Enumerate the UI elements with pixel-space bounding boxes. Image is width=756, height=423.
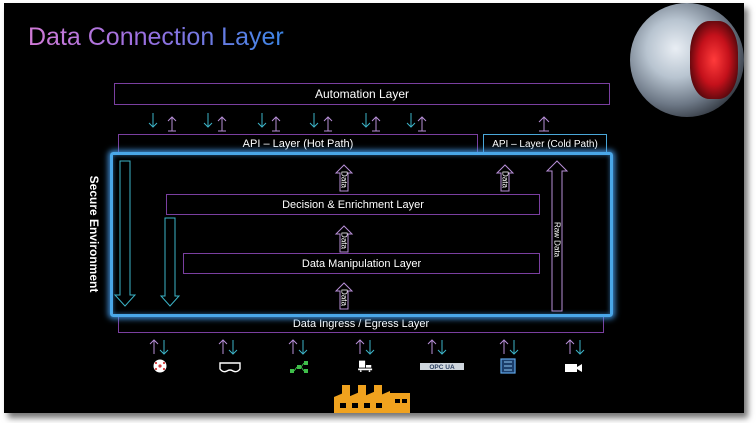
arrow-pair-1: [148, 113, 177, 132]
src-arrow-7: [565, 339, 585, 355]
opc-ua-icon: OPC UA: [420, 363, 464, 371]
arrow-cold-up: [538, 116, 550, 132]
src-arrow-2: [218, 339, 238, 355]
src-arrow-1: [149, 339, 169, 355]
network-hub-icon: [153, 359, 167, 373]
decision-enrichment-layer: Decision & Enrichment Layer: [166, 194, 540, 215]
down-block-arrows: [113, 160, 181, 307]
raw-data-arrow-label: Raw Data: [552, 221, 562, 258]
src-arrow-6: [499, 339, 519, 355]
globe-illustration: [630, 3, 744, 117]
source-arrows: [149, 339, 585, 355]
data-arrow-label-upper: Data: [339, 171, 349, 188]
globe-red-glow: [690, 21, 738, 99]
data-manipulation-layer: Data Manipulation Layer: [183, 253, 540, 274]
api-hot-path-layer: API – Layer (Hot Path): [118, 134, 478, 154]
api-cold-path-label: API – Layer (Cold Path): [492, 138, 598, 150]
data-ingress-egress-layer: Data Ingress / Egress Layer: [118, 315, 604, 333]
decision-enrichment-label: Decision & Enrichment Layer: [282, 198, 424, 211]
secure-environment-label: Secure Environment: [87, 175, 101, 293]
arrow-pair-3: [257, 113, 281, 132]
node-graph-icon: [290, 361, 308, 373]
data-arrow-label-lower: Data: [339, 289, 349, 306]
arrow-pair-5: [361, 113, 381, 132]
slide: Data Connection Layer: [4, 3, 744, 413]
data-arrow-label-upper-right: Data: [500, 171, 510, 188]
arrow-pair-4: [309, 113, 333, 132]
data-manipulation-label: Data Manipulation Layer: [301, 257, 422, 270]
svg-text:OPC UA: OPC UA: [429, 364, 455, 371]
src-arrow-3: [288, 339, 308, 355]
automation-api-arrows: [148, 113, 550, 132]
src-arrow-4: [355, 339, 375, 355]
api-cold-path-layer: API – Layer (Cold Path): [483, 134, 607, 154]
page-title: Data Connection Layer: [28, 23, 284, 51]
automation-layer: Automation Layer: [114, 83, 610, 105]
arrow-pair-2: [203, 113, 227, 132]
robot-machine-icon: [358, 360, 373, 372]
diagram-arrows: [113, 113, 585, 355]
automation-layer-label: Automation Layer: [314, 87, 410, 101]
data-block-arrows: [334, 160, 569, 312]
chip-icon: [500, 358, 516, 374]
arrow-pair-6: [406, 113, 427, 132]
vr-headset-icon: [219, 362, 241, 373]
data-arrow-label-middle: Data: [339, 232, 349, 249]
src-arrow-5: [427, 339, 447, 355]
data-ingress-egress-label: Data Ingress / Egress Layer: [292, 318, 430, 330]
secure-environment-boundary: [110, 152, 613, 317]
factory-icon: [334, 385, 410, 413]
camera-icon: [565, 364, 582, 372]
api-hot-path-label: API – Layer (Hot Path): [242, 138, 354, 150]
